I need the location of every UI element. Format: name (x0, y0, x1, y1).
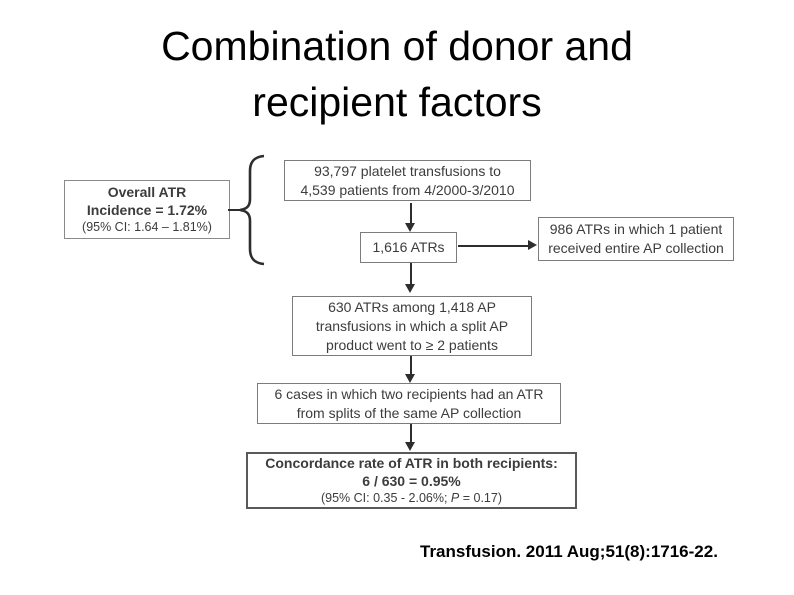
title-line-2: recipient factors (252, 79, 542, 125)
cases-line-1: 6 cases in which two recipients had an A… (274, 385, 544, 402)
title-line-1: Combination of donor and (161, 23, 633, 69)
overall-line-2: Incidence = 1.72% (86, 202, 208, 218)
transfusions-line-1: 93,797 platelet transfusions to (314, 162, 501, 179)
platelet-transfusions-box: 93,797 platelet transfusions to 4,539 pa… (284, 160, 531, 201)
slide-title: Combination of donor and recipient facto… (0, 18, 794, 130)
arrow-transfusions-to-atrs-head (405, 223, 415, 232)
journal-citation: Transfusion. 2011 Aug;51(8):1716-22. (420, 542, 718, 561)
split-line-1: 630 ATRs among 1,418 AP (328, 298, 496, 315)
entire-collection-line-1: 986 ATRs in which 1 patient (549, 221, 723, 237)
concordance-line-3-suffix: = 0.17) (459, 491, 503, 505)
entire-collection-box: 986 ATRs in which 1 patient received ent… (538, 217, 734, 261)
split-line-2: transfusions in which a split AP (315, 317, 509, 334)
concordance-line-2: 6 / 630 = 0.95% (362, 473, 461, 489)
concordance-line-3: (95% CI: 0.35 - 2.06%; P = 0.17) (248, 490, 575, 507)
overall-line-1: Overall ATR (107, 184, 187, 200)
arrow-cases-to-concordance-head (405, 442, 415, 451)
arrow-transfusions-to-atrs-stem (410, 203, 412, 225)
concordance-line-3-pvalue: P (450, 491, 460, 505)
arrow-atrs-to-split-stem (410, 263, 412, 286)
cases-line-2: from splits of the same AP collection (296, 404, 522, 421)
arrow-cases-to-concordance-stem (410, 424, 412, 444)
overall-atr-incidence-box: Overall ATR Incidence = 1.72% (95% CI: 1… (64, 180, 230, 239)
atrs-count-box: 1,616 ATRs (360, 232, 457, 263)
concordance-line-3-prefix: (95% CI: 0.35 - 2.06%; (320, 491, 451, 505)
arrow-atrs-to-split-head (405, 284, 415, 293)
arrow-atrs-to-entire-collection-head (528, 240, 537, 250)
atrs-label: 1,616 ATRs (372, 239, 445, 255)
split-ap-box: 630 ATRs among 1,418 AP transfusions in … (292, 296, 532, 356)
curly-brace-icon (239, 154, 265, 266)
concordant-cases-box: 6 cases in which two recipients had an A… (257, 383, 561, 424)
transfusions-line-2: 4,539 patients from 4/2000-3/2010 (300, 181, 515, 198)
entire-collection-line-2: received entire AP collection (548, 240, 724, 256)
overall-box-connector-line (228, 209, 242, 211)
arrow-split-to-cases-head (405, 374, 415, 383)
split-line-3: product went to ≥ 2 patients (326, 336, 498, 353)
arrow-atrs-to-entire-collection-stem (458, 245, 529, 247)
overall-line-3: (95% CI: 1.64 – 1.81%) (82, 220, 212, 234)
arrow-split-to-cases-stem (410, 356, 412, 376)
concordance-line-1: Concordance rate of ATR in both recipien… (265, 455, 558, 471)
concordance-rate-box: Concordance rate of ATR in both recipien… (246, 452, 577, 509)
